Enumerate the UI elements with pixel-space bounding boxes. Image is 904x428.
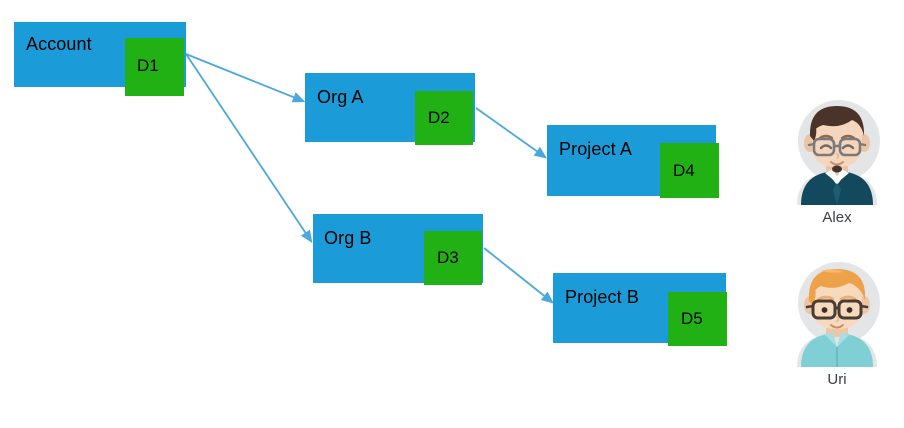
glasses-icon: [805, 299, 869, 320]
edge-org-a-to-project-a: [475, 107, 548, 159]
edge-account-to-org-a: [185, 53, 306, 103]
person-uri-name: Uri: [827, 371, 847, 388]
node-account-badge-label: D1: [137, 56, 159, 75]
node-org-a-label: Org A: [317, 87, 364, 107]
node-org-b-badge[interactable]: [424, 231, 482, 285]
node-account-label: Account: [26, 34, 92, 54]
person-avatar-icon: [781, 93, 893, 205]
node-project-a-label: Project A: [559, 139, 632, 159]
person-uri: Uri: [781, 255, 893, 388]
node-org-a-badge-label: D2: [428, 108, 450, 127]
node-org-b-label: Org B: [324, 228, 372, 248]
person-avatar-icon: [781, 255, 893, 367]
edge-account-to-org-b: [185, 53, 313, 244]
node-project-b-badge-label: D5: [681, 309, 703, 328]
person-alex-name: Alex: [822, 209, 852, 226]
edge-org-b-to-project-b: [483, 247, 554, 304]
person-alex: Alex: [781, 93, 893, 226]
node-org-b-badge-label: D3: [437, 248, 459, 267]
node-account-badge[interactable]: [125, 38, 184, 96]
node-project-b-label: Project B: [565, 287, 639, 307]
node-org-a-badge[interactable]: [415, 91, 473, 145]
node-project-a-badge-label: D4: [673, 161, 695, 180]
glasses-icon: [807, 137, 867, 157]
node-project-b-badge[interactable]: [668, 292, 727, 346]
node-project-a-badge[interactable]: [660, 143, 719, 198]
